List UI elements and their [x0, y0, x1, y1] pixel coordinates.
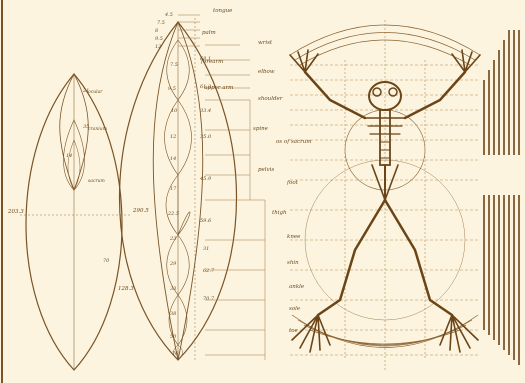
vesica-right-side-label: 128.3 — [118, 286, 134, 292]
label-spine: spine — [253, 126, 269, 132]
vr-num-18: 59.6 — [200, 218, 212, 224]
label-pelvis: pelvis — [258, 167, 274, 173]
label-ankle: ankle — [289, 284, 305, 290]
label-wrist: wrist — [258, 40, 273, 46]
vesica-left-label-cranium: cranium — [88, 126, 107, 132]
vr-num-16: 35.0 — [200, 134, 212, 140]
vr-num-7: 23 — [169, 236, 176, 242]
vr-num-20: 62.7 — [203, 268, 215, 274]
label-upper-arm: upper arm — [204, 85, 233, 91]
vr-num-10: 38 — [170, 311, 176, 317]
label-toe: toe — [289, 328, 299, 334]
vr-num-21: 70.7 — [203, 296, 215, 302]
scale-gap — [478, 155, 525, 195]
label-thigh: thigh — [272, 210, 287, 216]
top-num-2: 7.5 — [157, 20, 165, 26]
vr-num-12: 70 — [172, 351, 179, 357]
vr-num-6: 22.5 — [167, 211, 179, 217]
vesica-left-label-sacrum: sacrum — [88, 179, 105, 184]
label-palm: palm — [202, 30, 216, 36]
right-scale-bars — [484, 30, 519, 365]
vr-num-11: 50 — [170, 334, 177, 340]
top-num-4: 9.5 — [155, 36, 163, 42]
label-sole: sole — [289, 306, 301, 312]
label-forearm: forearm — [200, 59, 223, 65]
vr-num-9: 33 — [170, 286, 176, 292]
label-knee: knee — [287, 234, 301, 240]
vr-num-15: 33.4 — [200, 108, 211, 114]
vesica-left-num-4: 70 — [103, 258, 110, 264]
label-shoulder: shoulder — [258, 96, 283, 102]
vesica-left-label-ocular: ocular — [88, 89, 103, 95]
vr-num-2: 10 — [171, 108, 178, 114]
vesica-right-outer-label: 290.5 — [132, 208, 149, 214]
top-num-1: 4.5 — [164, 12, 173, 18]
anatomy-labels: tongue palm wrist forearm elbow upper ar… — [200, 8, 312, 334]
label-foot: foot — [286, 180, 299, 186]
label-tongue: tongue — [213, 8, 233, 14]
left-vesica — [20, 74, 130, 370]
vesica-left-num-3: 14 — [66, 153, 72, 159]
vr-num-8: 29 — [169, 261, 177, 267]
vr-num-5: 17 — [170, 186, 177, 192]
label-shin: shin — [287, 260, 299, 266]
vr-num-17: 45.9 — [199, 176, 212, 182]
vr-num-1: 9.5 — [168, 86, 176, 92]
top-num-5: 12 — [155, 44, 161, 50]
vr-num-4: 14 — [170, 156, 176, 162]
frog-skeleton — [290, 50, 480, 352]
vesica-left-outer-label: 203.3 — [7, 209, 24, 215]
vr-num-3: 12 — [170, 134, 176, 140]
label-elbow: elbow — [258, 69, 275, 75]
top-num-3: 8 — [155, 28, 158, 34]
leader-lines — [178, 15, 265, 360]
vesica-right-numbers: 7.5 9.5 10 12 14 17 22.5 23 29 33 38 50 … — [167, 56, 215, 357]
right-vesica — [120, 18, 237, 360]
vesica-right-top-numbers: 4.5 7.5 8 9.5 12 — [155, 12, 173, 50]
vr-num-19: 31 — [203, 246, 209, 252]
vr-num-0: 7.5 — [170, 62, 178, 68]
